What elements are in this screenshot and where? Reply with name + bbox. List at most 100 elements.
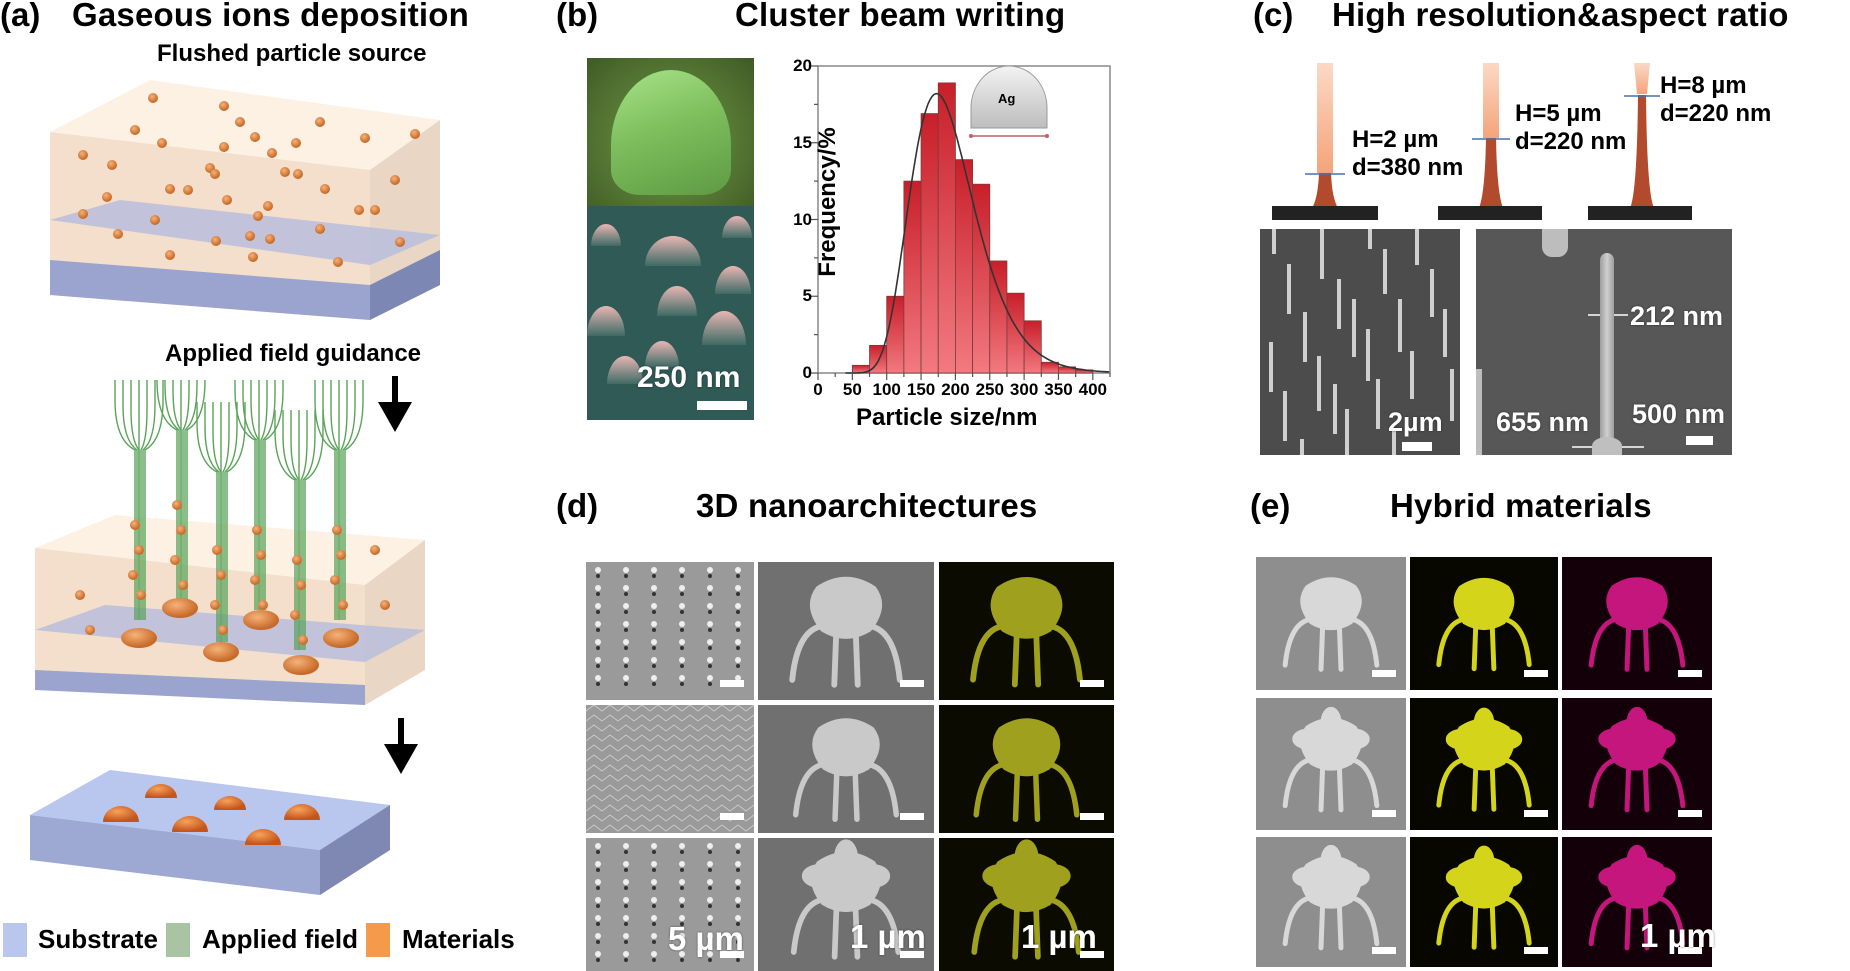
panel-b-title: Cluster beam writing <box>735 0 1066 33</box>
x-tick-label: 400 <box>1078 380 1107 399</box>
scale-bar <box>1678 670 1702 677</box>
eds-map-magenta <box>1562 837 1712 967</box>
pillar2-diameter: d=220 nm <box>1515 128 1627 155</box>
pillar3-height: H=8 µm <box>1660 72 1747 99</box>
eds-scale-label-1um: 1 µm <box>1021 918 1097 955</box>
scale-bar <box>1080 813 1104 820</box>
eds-map-yellow <box>1410 837 1558 967</box>
panel-c-title: High resolution&aspect ratio <box>1332 0 1789 33</box>
panel-b-label: (b) <box>556 0 599 33</box>
x-tick-label: 350 <box>1044 380 1073 399</box>
sem-image-nanostructure <box>758 705 934 833</box>
sem-image-single-pillar: 212 nm 655 nm 500 nm <box>1476 229 1732 455</box>
pillar1-height: H=2 µm <box>1352 126 1439 153</box>
eds-map-yellow <box>939 838 1114 971</box>
step1-label: Flushed particle source <box>157 40 427 67</box>
legend-label-substrate: Substrate <box>38 924 158 954</box>
scale-bar <box>1372 670 1396 677</box>
scale-bar <box>1678 810 1702 817</box>
x-tick-label: 150 <box>906 380 936 399</box>
scale-bar <box>1372 810 1396 817</box>
sem-image-hybrid <box>1256 698 1406 830</box>
scale-bar <box>900 813 924 820</box>
x-tick-label: 0 <box>813 380 823 399</box>
x-tick-label: 50 <box>842 380 862 399</box>
pillar3-diameter: d=220 nm <box>1660 100 1772 127</box>
sem-label-212nm: 212 nm <box>1630 301 1724 331</box>
scale-bar <box>1080 680 1104 687</box>
y-tick-label: 15 <box>793 132 812 152</box>
sem-scale-label-1um: 1 µm <box>850 918 926 955</box>
x-tick-label: 200 <box>941 380 970 399</box>
y-tick-label: 10 <box>793 209 812 229</box>
sem-image-ag-array: 250 nm <box>587 206 754 420</box>
scale-bar <box>1372 947 1396 954</box>
scale-bar <box>900 680 924 687</box>
scale-bar <box>1524 947 1548 954</box>
sem-image-nanostructure <box>758 562 934 700</box>
sem-scale-label-b: 250 nm <box>637 361 741 394</box>
applied-field-box <box>35 380 425 705</box>
panel-d-title: 3D nanoarchitectures <box>696 487 1038 524</box>
sem-image-array <box>586 838 754 971</box>
pillar-schematics <box>1272 63 1692 220</box>
eds-map-yellow <box>939 562 1114 700</box>
y-tick-label: 20 <box>793 56 812 75</box>
sem-label-655nm: 655 nm <box>1496 407 1590 437</box>
pillar2-height: H=5 µm <box>1515 100 1602 127</box>
histogram-bar <box>1023 320 1042 374</box>
scale-bar <box>1686 436 1713 445</box>
y-axis-label: Frequency/% <box>814 127 841 277</box>
scale-bar <box>720 951 744 958</box>
inset-ag-label: Ag <box>998 91 1016 106</box>
panel-c-label: (c) <box>1253 0 1294 33</box>
eds-map-magenta <box>1562 557 1712 690</box>
panel-e-label: (e) <box>1250 487 1291 524</box>
histogram-bar <box>920 113 939 374</box>
sem-image-array <box>586 705 754 833</box>
scale-bar <box>1402 442 1432 451</box>
sem-scale-label-500nm: 500 nm <box>1632 399 1726 429</box>
down-arrow-icon <box>378 376 412 432</box>
legend-label-materials: Materials <box>402 924 515 954</box>
sem-image-hybrid <box>1256 557 1406 690</box>
sem-image-hybrid <box>1256 837 1406 967</box>
pillar1-diameter: d=380 nm <box>1352 154 1464 181</box>
histogram-plot <box>811 65 1111 380</box>
sem-image-pillar-array: 2µm <box>1260 229 1460 455</box>
eds-map-yellow <box>939 705 1114 833</box>
step2-label: Applied field guidance <box>165 340 422 367</box>
panel-e-title: Hybrid materials <box>1390 487 1652 524</box>
legend-label-applied-field: Applied field <box>202 924 358 954</box>
scale-bar <box>1524 810 1548 817</box>
legend-swatch-applied-field <box>166 923 190 957</box>
x-tick-label: 250 <box>975 380 1004 399</box>
scale-bar <box>1524 670 1548 677</box>
scale-bar <box>720 813 744 820</box>
scale-bar <box>697 401 747 410</box>
y-tick-label: 5 <box>802 286 812 306</box>
panel-d-label: (d) <box>556 487 599 524</box>
sem-image-nanostructure <box>758 838 934 971</box>
legend-swatch-materials <box>366 923 390 957</box>
x-axis-label: Particle size/nm <box>856 404 1038 431</box>
sem-scale-label-5um: 5 µm <box>668 920 744 957</box>
histogram-bar <box>989 260 1008 374</box>
scale-bar <box>900 951 924 958</box>
x-tick-label: 100 <box>872 380 901 399</box>
histogram-bar <box>1006 292 1025 374</box>
legend-swatch-substrate <box>3 923 27 957</box>
y-tick-label: 0 <box>802 363 812 382</box>
scale-bar <box>1080 951 1104 958</box>
scale-bar <box>1678 947 1702 954</box>
panel-a-label: (a) <box>0 0 41 33</box>
eds-map-yellow <box>1410 557 1558 690</box>
histogram-bar <box>886 295 905 374</box>
eds-scale-label-1um: 1 µm <box>1640 917 1716 954</box>
histogram-bar <box>1040 361 1059 374</box>
eds-map-magenta <box>1562 698 1712 830</box>
deposited-substrate <box>30 770 390 895</box>
sem-scale-label-2um: 2µm <box>1388 407 1443 437</box>
down-arrow-icon <box>384 718 418 774</box>
